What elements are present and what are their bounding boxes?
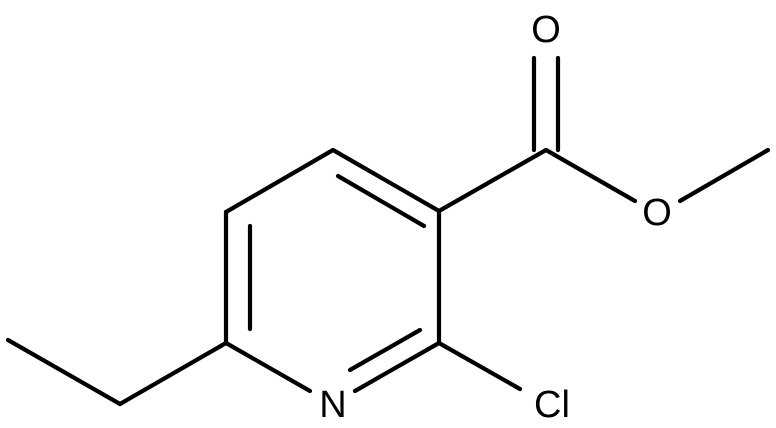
bond-n-c6 (223, 340, 313, 394)
atom-label-nitrogen: N (319, 384, 346, 426)
bond-c2-n (352, 340, 442, 394)
atom-label-chlorine: Cl (534, 384, 570, 426)
bond-c2-n-inner (347, 327, 423, 373)
bond-ethyl-ch3-ch2 (5, 337, 123, 407)
atom-label-oxygen-carbonyl: O (531, 9, 561, 51)
bond-ethyl-ch2-c6 (117, 340, 229, 407)
atom-label-oxygen-ester: O (642, 192, 672, 234)
bond-o-methyl (677, 147, 771, 204)
bond-c4-c3-inner (335, 173, 427, 229)
bond-c2-cl (436, 340, 523, 392)
bond-c4-c3 (330, 147, 442, 214)
bond-c5-c4 (223, 147, 336, 215)
bond-c3-carbonyl-c (436, 147, 549, 214)
bond-carbonyl-c-o (543, 147, 638, 204)
